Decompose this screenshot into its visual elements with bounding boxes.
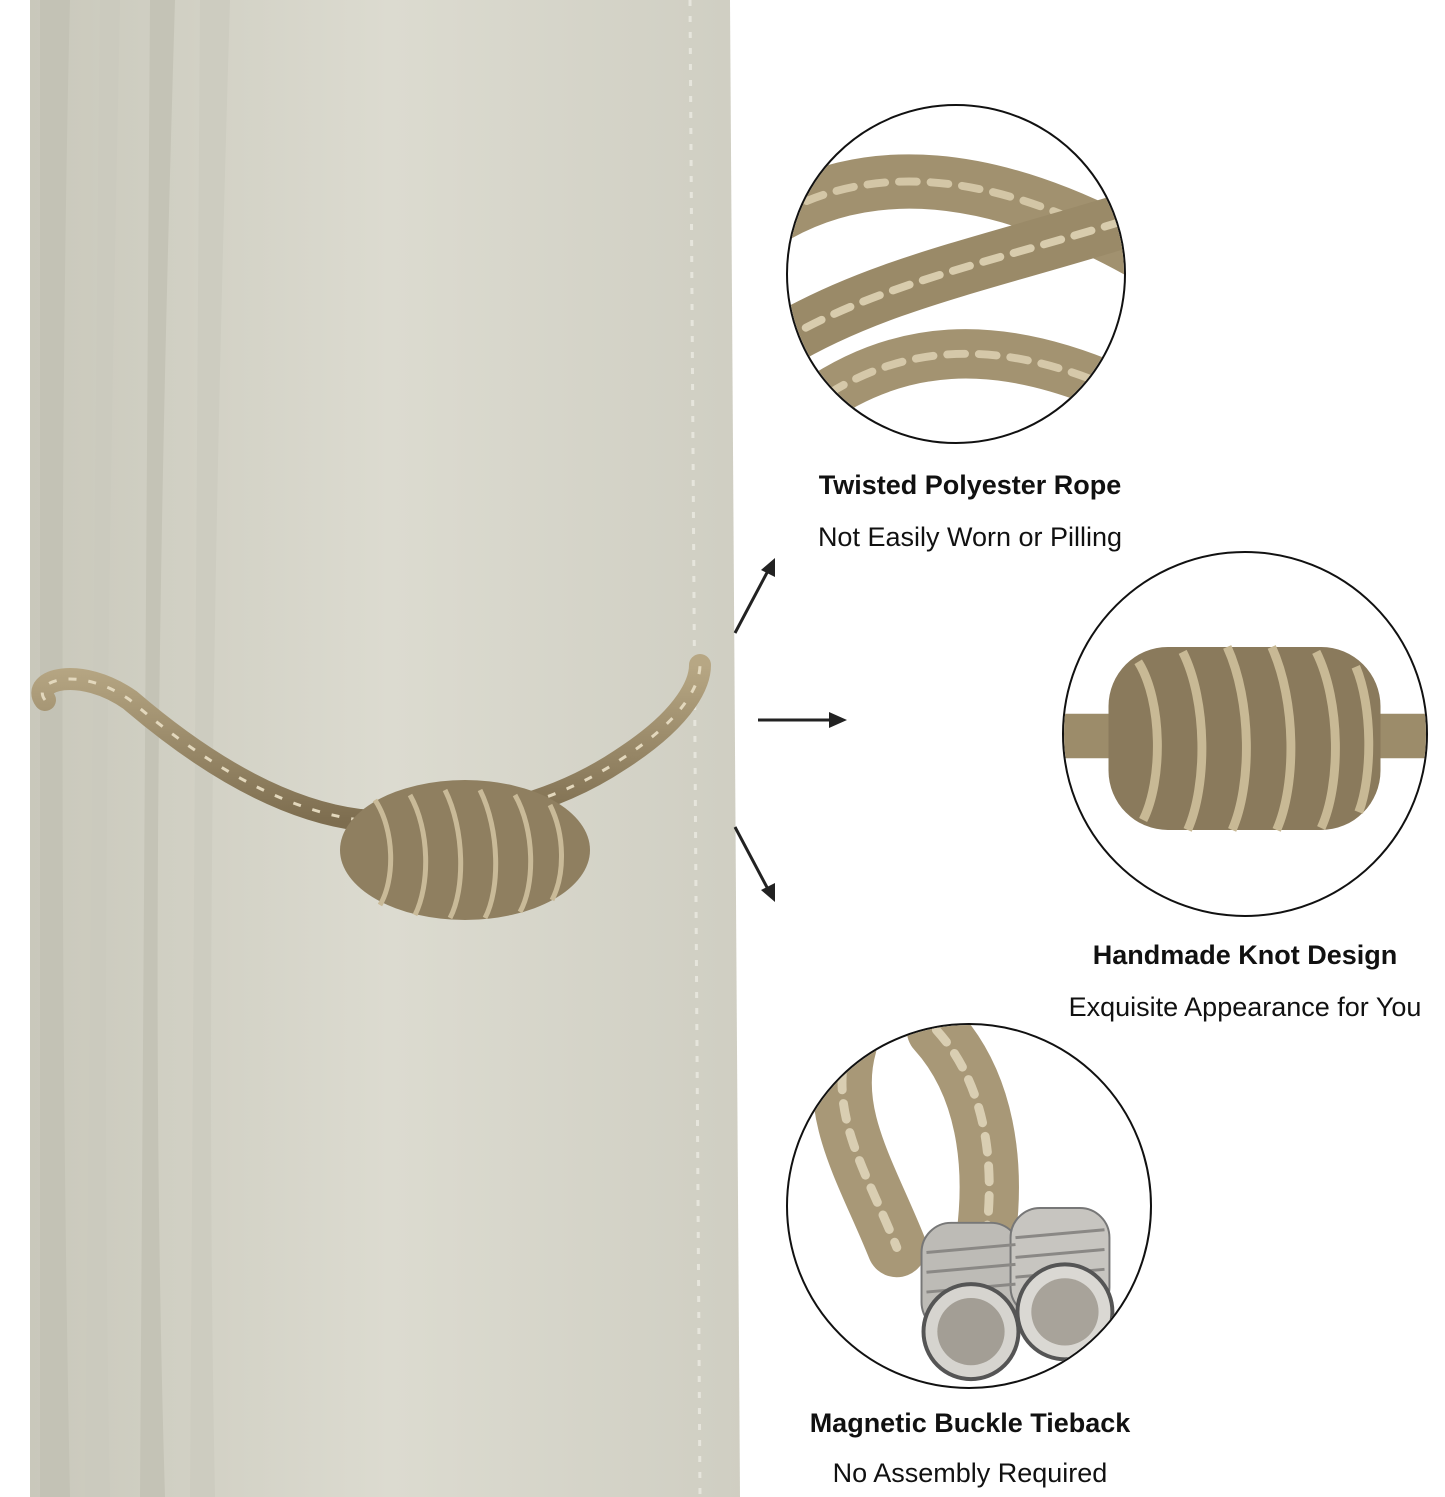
twisted-rope-closeup-icon	[786, 104, 1126, 444]
arrow-down-right-icon	[733, 826, 775, 902]
feature-subtitle-knot: Exquisite Appearance for You	[1068, 992, 1422, 1022]
feature-title-magnet: Magnetic Buckle Tieback	[809, 1408, 1131, 1438]
arrow-right-icon	[758, 712, 847, 728]
feature-title-rope: Twisted Polyester Rope	[818, 470, 1122, 500]
feature-subtitle-rope: Not Easily Worn or Pilling	[817, 522, 1123, 552]
arrow-up-right-icon	[733, 558, 775, 634]
curtain-with-tieback-image	[30, 0, 750, 1497]
feature-subtitle-magnet: No Assembly Required	[832, 1458, 1108, 1488]
magnetic-buckle-closeup-icon	[786, 1023, 1152, 1389]
feature-title-knot: Handmade Knot Design	[1092, 940, 1398, 970]
knot-closeup-icon	[1062, 551, 1428, 917]
